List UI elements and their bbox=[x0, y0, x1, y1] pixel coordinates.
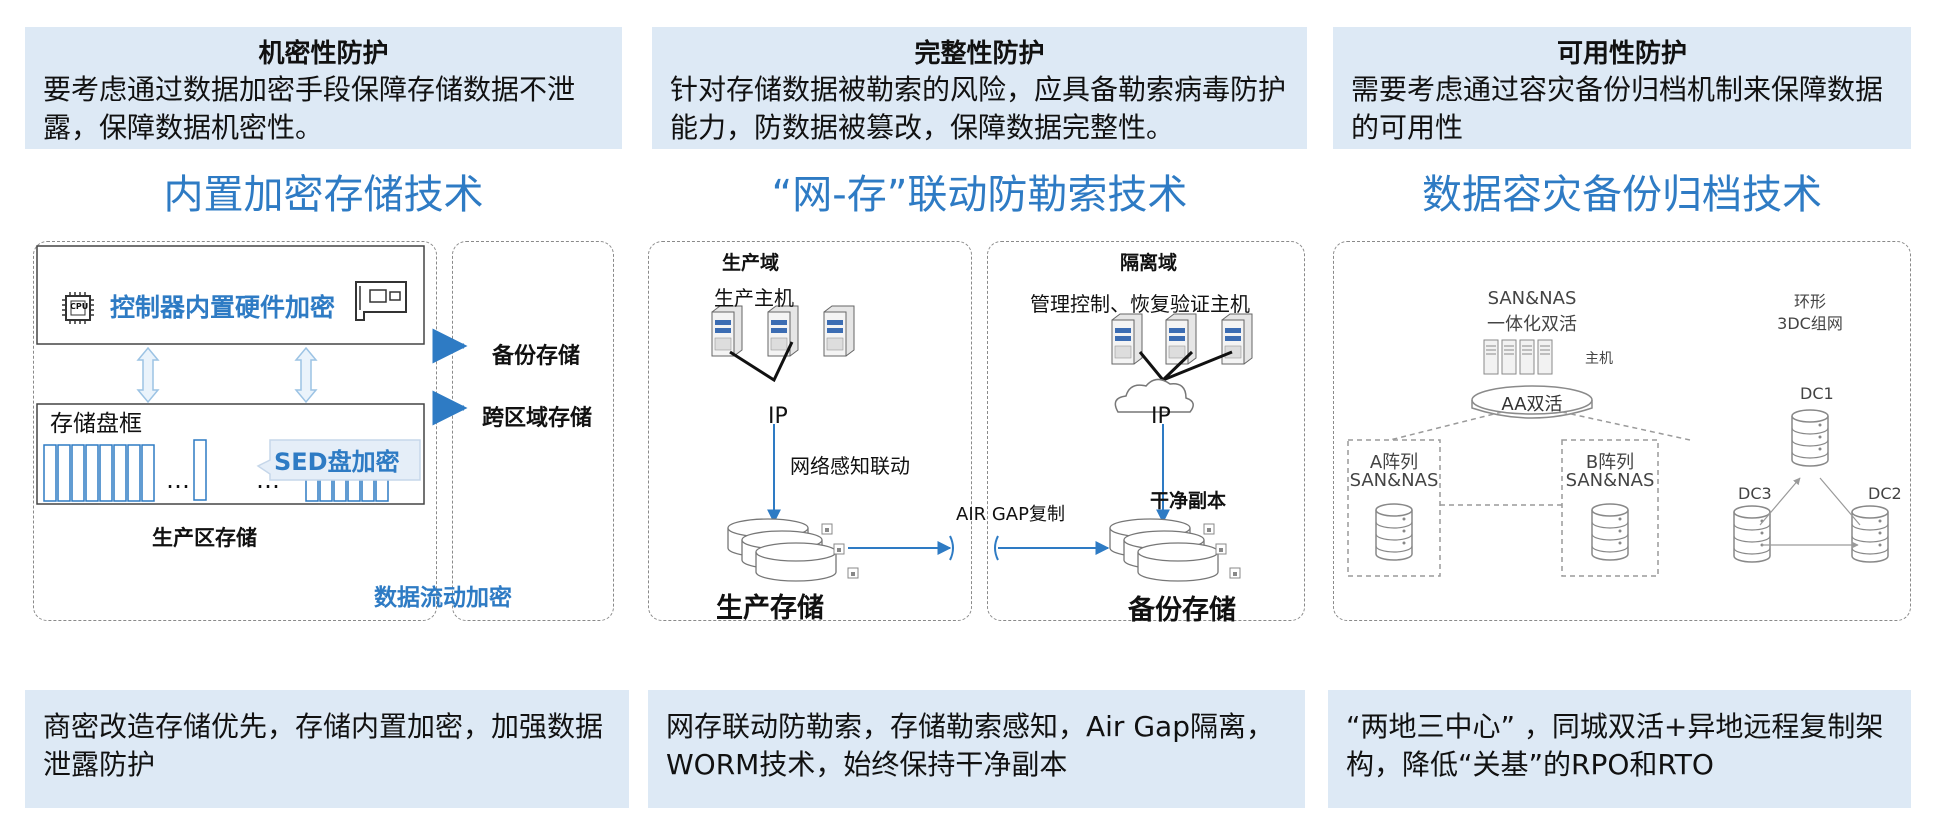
server-icons-production bbox=[711, 305, 855, 357]
host-label: 主机 bbox=[1585, 351, 1613, 367]
bottom-box-ransomware: 网存联动防勒索，存储勒索感知，Air Gap隔离，WORM技术，始终保持干净副本 bbox=[648, 690, 1305, 808]
top-box-availability: 可用性防护 需要考虑通过容灾备份归档机制来保障数据的可用性 bbox=[1333, 27, 1911, 149]
host-icon bbox=[1483, 339, 1499, 375]
ring-label-1: 环形 bbox=[1793, 292, 1826, 311]
server-icon bbox=[1111, 313, 1143, 365]
server-icon bbox=[711, 305, 743, 357]
host-icon bbox=[1537, 339, 1553, 375]
production-area-storage: 生产区存储 bbox=[152, 526, 257, 550]
cpu-chip-icon bbox=[62, 292, 94, 324]
heading-encryption: 内置加密存储技术 bbox=[163, 172, 484, 218]
lock-icon bbox=[1203, 523, 1215, 535]
bidirectional-arrows bbox=[136, 346, 318, 404]
production-host-label: 生产主机 bbox=[714, 286, 794, 310]
top-box-title: 可用性防护 bbox=[1556, 39, 1687, 69]
backup-storage-label-col2: 备份存储 bbox=[1128, 595, 1236, 626]
backup-storage-label: 备份存储 bbox=[492, 344, 581, 369]
host-icon bbox=[1519, 339, 1535, 375]
col2-isolation-frame bbox=[987, 241, 1305, 621]
disk-slot bbox=[141, 444, 155, 502]
top-box-desc: 要考虑通过数据加密手段保障存储数据不泄露，保障数据机密性。 bbox=[43, 73, 576, 144]
top-box-desc: 针对存储数据被勒索的风险，应具备勒索病毒防护能力，防数据被篡改，保障数据完整性。 bbox=[670, 73, 1287, 144]
production-storage-label: 生产存储 bbox=[716, 593, 824, 624]
cross-region-storage-label: 跨区域存储 bbox=[482, 406, 593, 431]
heading-ransomware: “网-存”联动防勒索技术 bbox=[771, 172, 1188, 218]
mgmt-hosts-label: 管理控制、恢复验证主机 bbox=[1030, 292, 1250, 316]
disk-slot bbox=[193, 439, 207, 501]
col3-frame bbox=[1333, 241, 1911, 621]
top-box-desc: 需要考虑通过容灾备份归档机制来保障数据的可用性 bbox=[1351, 73, 1884, 144]
hardware-card-icon bbox=[355, 281, 407, 321]
database-icon bbox=[1591, 503, 1629, 561]
air-gap-label: AIR GAP复制 bbox=[956, 504, 1065, 525]
bottom-box-dr: “两地三中心” ，同城双活+异地远程复制架构，降低“关基”的RPO和RTO bbox=[1328, 690, 1911, 808]
lock-icon bbox=[833, 543, 845, 555]
clean-copy-label: 干净副本 bbox=[1150, 490, 1227, 512]
ring-label-2: 3DC组网 bbox=[1777, 314, 1843, 333]
bottom-box-encryption: 商密改造存储优先，存储内置加密，加强数据泄露防护 bbox=[25, 690, 629, 808]
sed-label: SED盘加密 bbox=[274, 448, 400, 476]
production-domain-label: 生产域 bbox=[722, 252, 780, 274]
isolation-domain-label: 隔离域 bbox=[1120, 252, 1178, 274]
disk-frame-label: 存储盘框 bbox=[50, 411, 142, 437]
server-icon bbox=[1221, 313, 1253, 365]
dc2-label: DC2 bbox=[1868, 484, 1902, 503]
host-icons-sannas bbox=[1483, 339, 1553, 375]
database-icon bbox=[1375, 503, 1413, 561]
ellipsis-2: … bbox=[256, 466, 280, 494]
top-box-confidentiality: 机密性防护 要考虑通过数据加密手段保障存储数据不泄露，保障数据机密性。 bbox=[25, 27, 622, 149]
database-icon bbox=[1733, 505, 1771, 563]
server-icon bbox=[823, 305, 855, 357]
dc3-label: DC3 bbox=[1738, 484, 1772, 503]
col1-main-frame bbox=[33, 241, 437, 621]
disk-slot bbox=[43, 444, 57, 502]
col2-production-frame bbox=[648, 241, 972, 621]
ip-label-right: IP bbox=[1151, 404, 1171, 429]
host-icon bbox=[1501, 339, 1517, 375]
sannas-title-1: SAN&NAS bbox=[1487, 288, 1577, 309]
disk-slot bbox=[85, 444, 99, 502]
disk-slot bbox=[71, 444, 85, 502]
b-array-label-1: B阵列 bbox=[1585, 452, 1635, 473]
disk-slot bbox=[127, 444, 141, 502]
top-box-integrity: 完整性防护 针对存储数据被勒索的风险，应具备勒索病毒防护能力，防数据被篡改，保障… bbox=[652, 27, 1307, 149]
a-array-label-1: A阵列 bbox=[1369, 452, 1419, 473]
lock-icon bbox=[821, 523, 833, 535]
server-icons-isolation bbox=[1111, 313, 1253, 365]
a-array-label-2: SAN&NAS bbox=[1349, 470, 1439, 491]
lock-icon bbox=[1215, 543, 1227, 555]
server-icon bbox=[767, 305, 799, 357]
sannas-title-2: 一体化双活 bbox=[1487, 314, 1577, 335]
backup-storage-stack bbox=[1109, 518, 1241, 582]
disk-slot bbox=[99, 444, 113, 502]
disk-slot bbox=[113, 444, 127, 502]
storage-disk bbox=[1137, 542, 1219, 582]
database-icon bbox=[1851, 505, 1889, 563]
cpu-label: CPU bbox=[70, 302, 89, 311]
controller-label: 控制器内置硬件加密 bbox=[110, 293, 336, 322]
lock-icon bbox=[847, 567, 859, 579]
production-storage-stack bbox=[727, 518, 859, 582]
ellipsis-1: … bbox=[166, 466, 190, 494]
lock-icon bbox=[1229, 567, 1241, 579]
storage-disk bbox=[755, 542, 837, 582]
disk-slot bbox=[57, 444, 71, 502]
server-icon bbox=[1165, 313, 1197, 365]
db-icons bbox=[1375, 409, 1889, 563]
top-box-title: 完整性防护 bbox=[914, 39, 1045, 69]
dataflow-encryption-label: 数据流动加密 bbox=[374, 585, 512, 611]
database-icon bbox=[1791, 409, 1829, 467]
network-linkage-label: 网络感知联动 bbox=[790, 454, 910, 478]
top-box-title: 机密性防护 bbox=[258, 39, 389, 69]
dc1-label: DC1 bbox=[1800, 384, 1834, 403]
b-array-label-2: SAN&NAS bbox=[1565, 470, 1655, 491]
col1-side-frame bbox=[452, 241, 614, 621]
ip-label-left: IP bbox=[768, 404, 788, 429]
aa-label: AA双活 bbox=[1501, 394, 1563, 415]
heading-dr-backup: 数据容灾备份归档技术 bbox=[1422, 172, 1822, 218]
